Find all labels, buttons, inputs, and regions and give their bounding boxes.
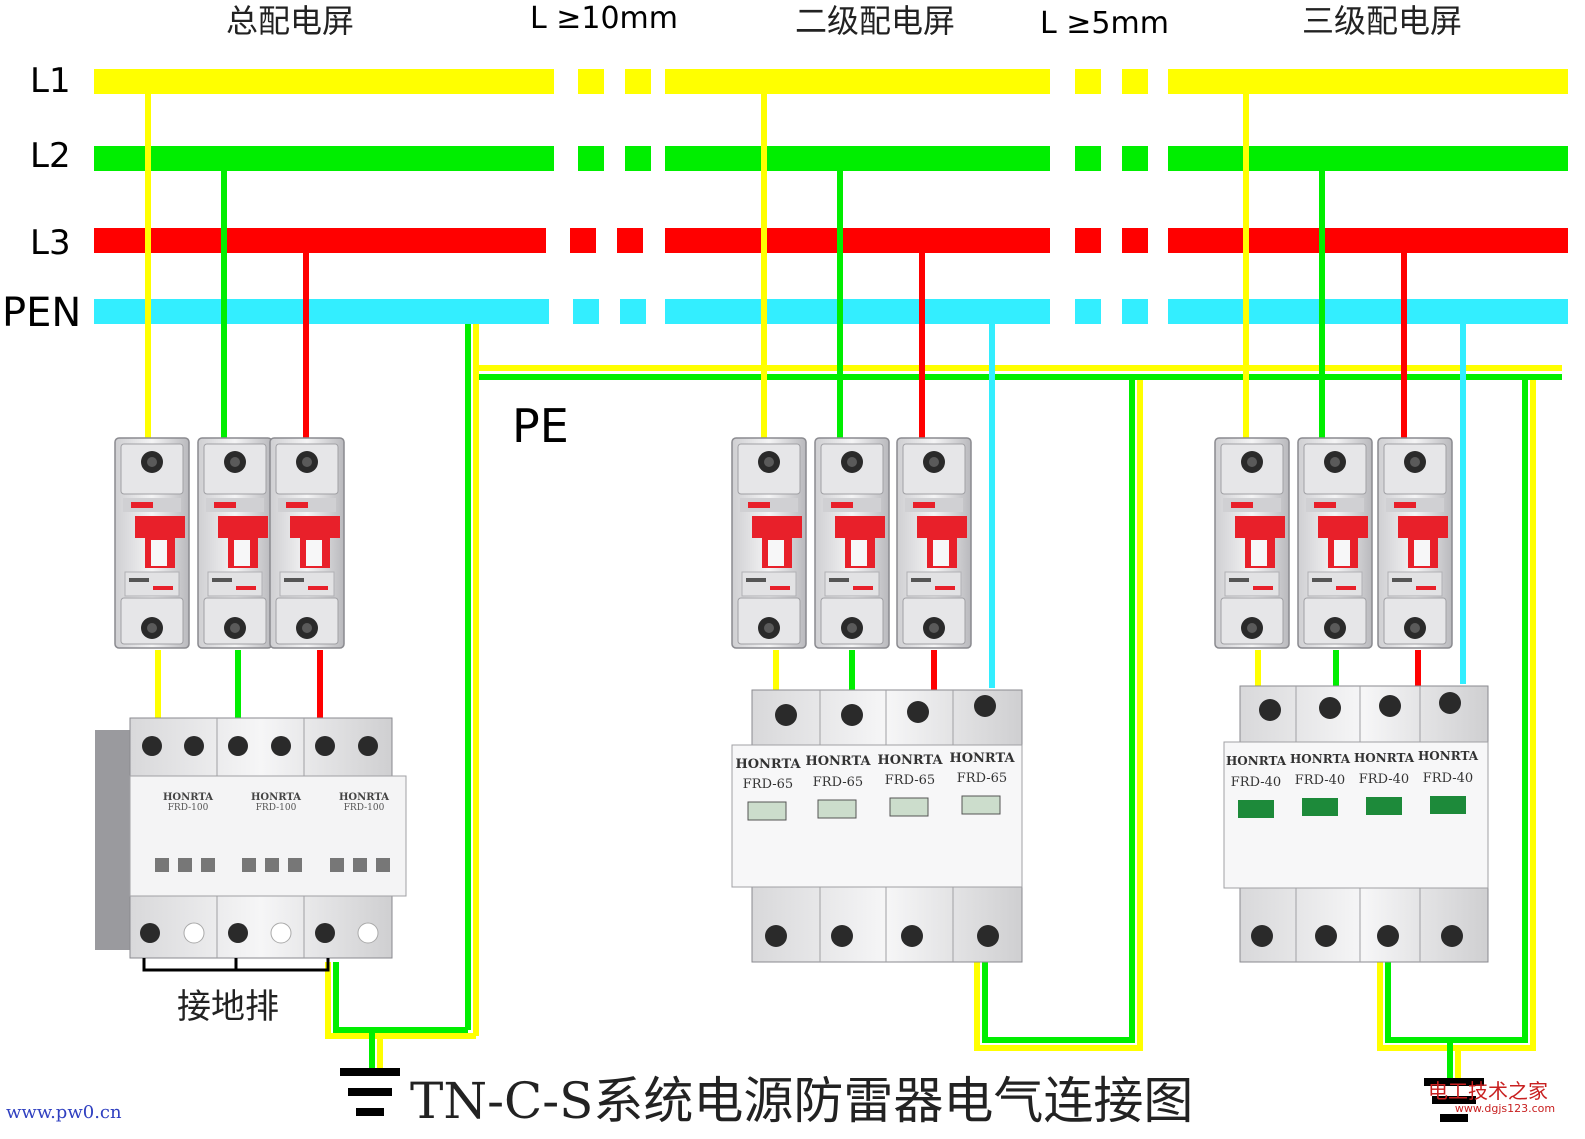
header-third-panel: 三级配电屏 [1302, 2, 1462, 40]
breaker-l2-third [1297, 437, 1373, 649]
pe-conductor [325, 324, 1562, 1078]
breaker-l2-second [814, 437, 890, 649]
ground-symbol-left [340, 1068, 400, 1116]
drop-wires [145, 94, 1466, 718]
diagram-title: TN-C-S系统电源防雷器电气连接图 [410, 1072, 1193, 1130]
bus-label-l2: L2 [30, 136, 71, 176]
spd2-model-4: FRD-65 [957, 771, 1007, 786]
breaker-l3-third [1377, 437, 1453, 649]
breaker-l1-second [731, 437, 807, 649]
ground-symbol-right [1424, 1078, 1484, 1122]
breakers-third-panel [1214, 437, 1453, 649]
spd3-model-2: FRD-40 [1295, 773, 1345, 788]
watermark-left: www.pw0.cn [6, 1102, 122, 1123]
spd2-model-1: FRD-65 [743, 777, 793, 792]
bus-l1 [94, 69, 1568, 94]
spd2-brand-3: HONRTA [877, 753, 943, 768]
spd2-brand-2: HONRTA [805, 754, 871, 769]
breaker-l1-main [114, 437, 190, 649]
spd-second-panel: HONRTA HONRTA HONRTA HONRTA FRD-65 FRD-6… [731, 689, 1023, 963]
bus-label-l3: L3 [30, 223, 71, 263]
bus-label-pe: PE [512, 399, 569, 453]
spd3-brand-3: HONRTA [1354, 751, 1415, 765]
spd3-brand-1: HONRTA [1226, 754, 1287, 768]
spd1-brand-3: HONRTA [339, 792, 389, 803]
bus-l3 [94, 228, 1568, 253]
header-distance-1: L ≥10mm [530, 1, 678, 36]
breaker-l2-main [197, 437, 273, 649]
spd3-model-4: FRD-40 [1423, 771, 1473, 786]
breaker-l3-main [269, 437, 345, 649]
breaker-l1-third [1214, 437, 1290, 649]
header-main-panel: 总配电屏 [226, 2, 354, 40]
spd2-model-3: FRD-65 [885, 773, 935, 788]
watermark-right-url: www.dgjs123.com [1455, 1102, 1555, 1115]
ground-bar-label: 接地排 [177, 987, 279, 1027]
spd-main-panel: HONRTA HONRTA HONRTA FRD-100 FRD-100 FRD… [95, 717, 407, 972]
breakers-main-panel [114, 437, 345, 649]
bus-label-l1: L1 [30, 61, 71, 101]
breaker-l3-second [896, 437, 972, 649]
spd1-model-3: FRD-100 [344, 803, 385, 813]
bus-l2 [94, 146, 1568, 171]
spd-third-panel: HONRTA HONRTA HONRTA HONRTA FRD-40 FRD-4… [1223, 685, 1489, 963]
spd3-brand-2: HONRTA [1290, 752, 1351, 766]
spd1-model-1: FRD-100 [168, 803, 209, 813]
watermark-right-cn: 电工技术之家 [1428, 1079, 1548, 1103]
header-distance-2: L ≥5mm [1040, 6, 1169, 41]
header-second-panel: 二级配电屏 [795, 2, 955, 40]
spd2-brand-4: HONRTA [949, 751, 1015, 766]
bus-pen [94, 299, 1568, 324]
spd2-model-2: FRD-65 [813, 775, 863, 790]
bus-label-pen: PEN [2, 290, 81, 336]
breakers-second-panel [731, 437, 972, 649]
spd1-brand-2: HONRTA [251, 792, 301, 803]
spd3-brand-4: HONRTA [1418, 749, 1479, 763]
spd1-brand-1: HONRTA [163, 792, 213, 803]
spd1-model-2: FRD-100 [256, 803, 297, 813]
spd3-model-3: FRD-40 [1359, 772, 1409, 787]
spd2-brand-1: HONRTA [735, 757, 801, 772]
spd3-model-1: FRD-40 [1231, 775, 1281, 790]
